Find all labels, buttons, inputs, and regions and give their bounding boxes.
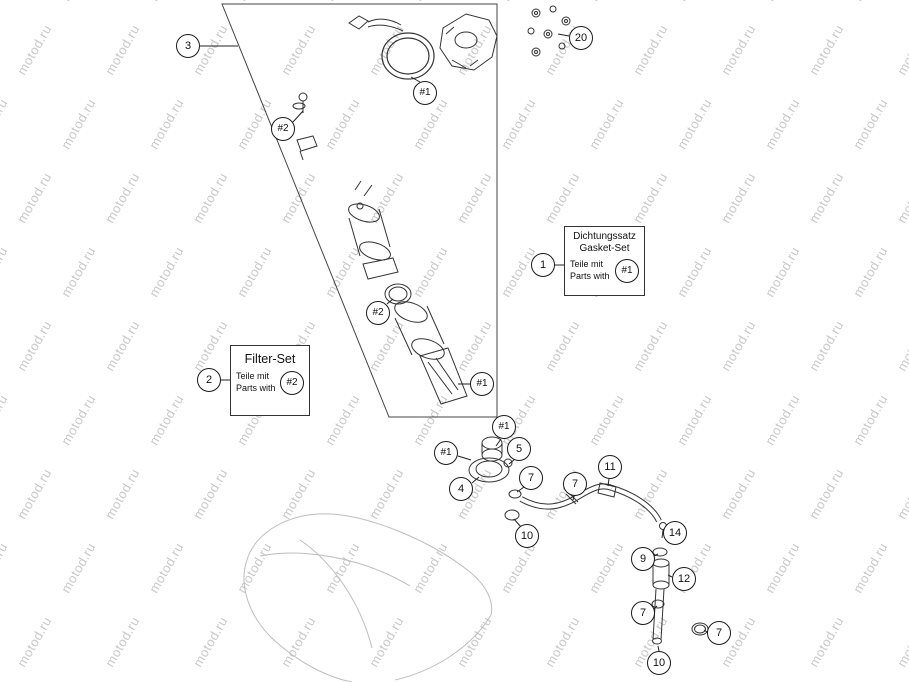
leader-line-ref-1 [410,76,421,83]
part-ref-balloon-1: #1 [413,81,437,105]
part-ref-balloon-2: #2 [366,301,390,325]
gasket-set-note-en: Parts with [570,271,610,281]
leader-line-ref-2 [386,298,394,305]
callout-balloon-5[interactable]: 5 [507,437,531,461]
o-ring-large-drawing [381,32,435,80]
filter-set-box: Filter-Set Teile mit Parts with #2 [230,345,310,416]
callout-balloon-20[interactable]: 20 [569,26,593,50]
filter-set-title: Filter-Set [244,352,296,366]
leader-line-12 [667,574,673,578]
gasket-set-title-de: Dichtungssatz [573,231,636,242]
part-ref-balloon-1: #1 [434,441,458,465]
gasket-set-title-en: Gasket-Set [579,243,630,254]
callout-balloon-10[interactable]: 10 [515,524,539,548]
part-ref-balloon-1: #1 [470,372,494,396]
callout-balloon-9[interactable]: 9 [631,547,655,571]
regulator-assembly-drawing [468,436,709,645]
callout-balloon-4[interactable]: 4 [449,477,473,501]
filter-set-ref-balloon: #2 [280,371,304,395]
gasket-set-ref-balloon: #1 [615,259,639,283]
leader-line-10 [657,645,660,652]
callout-balloon-1[interactable]: 1 [531,253,555,277]
leader-line-7 [572,495,575,501]
leader-lines [200,33,708,652]
callout-balloon-12[interactable]: 12 [672,567,696,591]
callout-balloon-7[interactable]: 7 [707,621,731,645]
callout-balloon-7[interactable]: 7 [563,472,587,496]
leader-line-ref-2 [292,110,304,123]
leader-line-5 [508,459,515,465]
filter-set-note-en: Parts with [236,383,276,393]
gasket-set-note-de: Teile mit [570,259,604,270]
leader-line-7 [516,486,525,493]
screws-washers-drawing [527,5,571,57]
part-ref-balloon-2: #2 [271,117,295,141]
callout-balloon-3[interactable]: 3 [176,34,200,58]
filter-set-ref-label: #2 [286,377,298,388]
callout-balloon-7[interactable]: 7 [631,601,655,625]
leader-line-20 [557,33,570,37]
leader-line-7 [703,629,708,633]
leader-line-7 [653,605,658,610]
pump-flange-drawing [348,13,498,71]
part-ref-balloon-1: #1 [492,415,516,439]
callout-balloon-11[interactable]: 11 [598,455,622,479]
leader-line-ref-1 [495,438,502,447]
callout-balloon-14[interactable]: 14 [663,521,687,545]
fuel-pump-drawing [348,180,468,405]
callout-balloon-7[interactable]: 7 [519,466,543,490]
fuel-tank-outline-drawing [243,513,493,682]
callout-balloon-10[interactable]: 10 [647,651,671,675]
gasket-set-ref-label: #1 [621,265,633,276]
filter-set-note-de: Teile mit [236,371,270,382]
gasket-set-box: Dichtungssatz Gasket-Set Teile mit Parts… [564,226,645,296]
leader-line-ref-1 [457,455,472,461]
leader-line-11 [607,478,610,487]
leader-line-4 [471,476,480,484]
callout-balloon-2[interactable]: 2 [197,368,221,392]
